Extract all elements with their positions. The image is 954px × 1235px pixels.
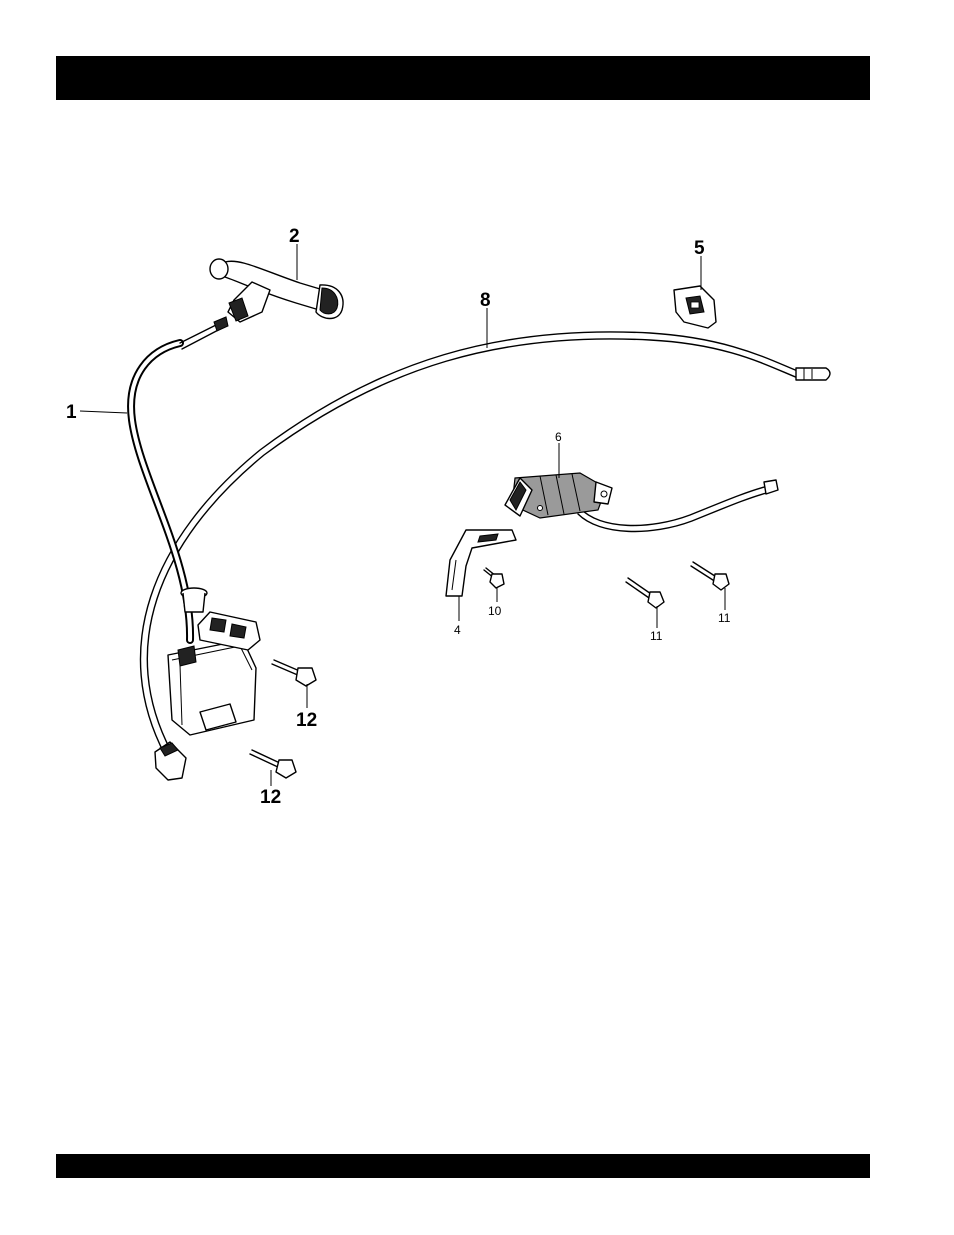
exciter-coil-part-6: [505, 473, 778, 531]
bolt-part-10: [484, 568, 504, 588]
callout-6: 6: [555, 430, 562, 444]
callout-12-a: 12: [296, 710, 317, 731]
callout-10: 10: [488, 604, 502, 618]
callout-12-b: 12: [260, 787, 281, 808]
bolt-part-11-b: [691, 562, 729, 590]
callout-11-a: 11: [650, 629, 663, 643]
callout-1: 1: [66, 402, 77, 423]
callout-4: 4: [454, 623, 461, 637]
callout-5: 5: [694, 238, 705, 259]
callout-8: 8: [480, 290, 491, 311]
bolt-part-12-a: [272, 660, 316, 686]
callout-2: 2: [289, 226, 300, 247]
callout-11-b: 11: [718, 611, 731, 625]
bracket-part-4: [446, 530, 516, 596]
cable-clip-part-5: [674, 286, 716, 328]
spark-plug-cap-part-2: [210, 259, 343, 322]
bolt-part-11-a: [626, 578, 664, 608]
bolt-part-12-b: [250, 750, 296, 778]
